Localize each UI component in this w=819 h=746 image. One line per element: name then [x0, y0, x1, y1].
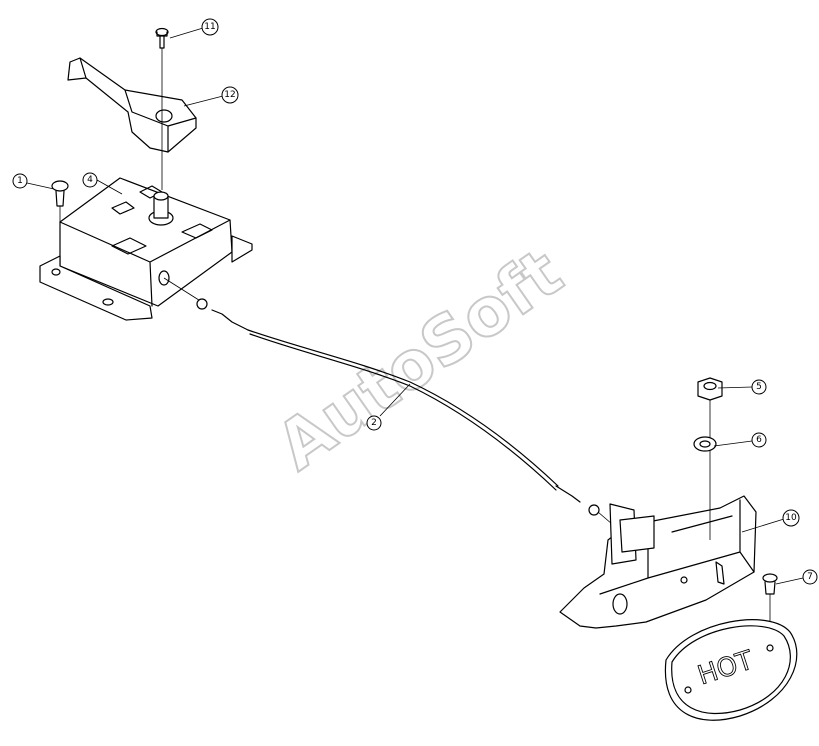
callout-12: 12: [221, 86, 239, 104]
nut-part-5: [697, 377, 723, 540]
callout-7: 7: [802, 569, 818, 585]
latch-part-10: [559, 495, 757, 629]
svg-text:5: 5: [756, 382, 762, 392]
callout-4: 4: [82, 172, 98, 188]
handle-part-12: [67, 57, 197, 153]
svg-text:2: 2: [371, 418, 377, 428]
callout-11: 11: [201, 18, 219, 36]
callout-5: 5: [751, 379, 767, 395]
callout-6: 6: [751, 432, 767, 448]
svg-text:10: 10: [785, 513, 797, 523]
svg-text:11: 11: [204, 22, 215, 32]
callout-10: 10: [782, 509, 800, 527]
watermark: AutoSoft: [263, 234, 576, 485]
housing-part-4: [39, 177, 253, 321]
callout-1: 1: [12, 173, 28, 189]
cover-plate: HOT: [664, 619, 798, 721]
washer-part-6: [693, 436, 717, 452]
screw-part-11: [155, 27, 169, 190]
svg-text:1: 1: [17, 176, 23, 186]
svg-text:12: 12: [224, 90, 235, 100]
callout-2: 2: [366, 415, 382, 431]
svg-text:4: 4: [87, 175, 93, 185]
screw-part-1: [51, 180, 69, 240]
leader-lines: [26, 27, 804, 585]
svg-text:7: 7: [807, 572, 813, 582]
svg-text:6: 6: [756, 435, 762, 445]
cable-part-2: [163, 277, 613, 525]
